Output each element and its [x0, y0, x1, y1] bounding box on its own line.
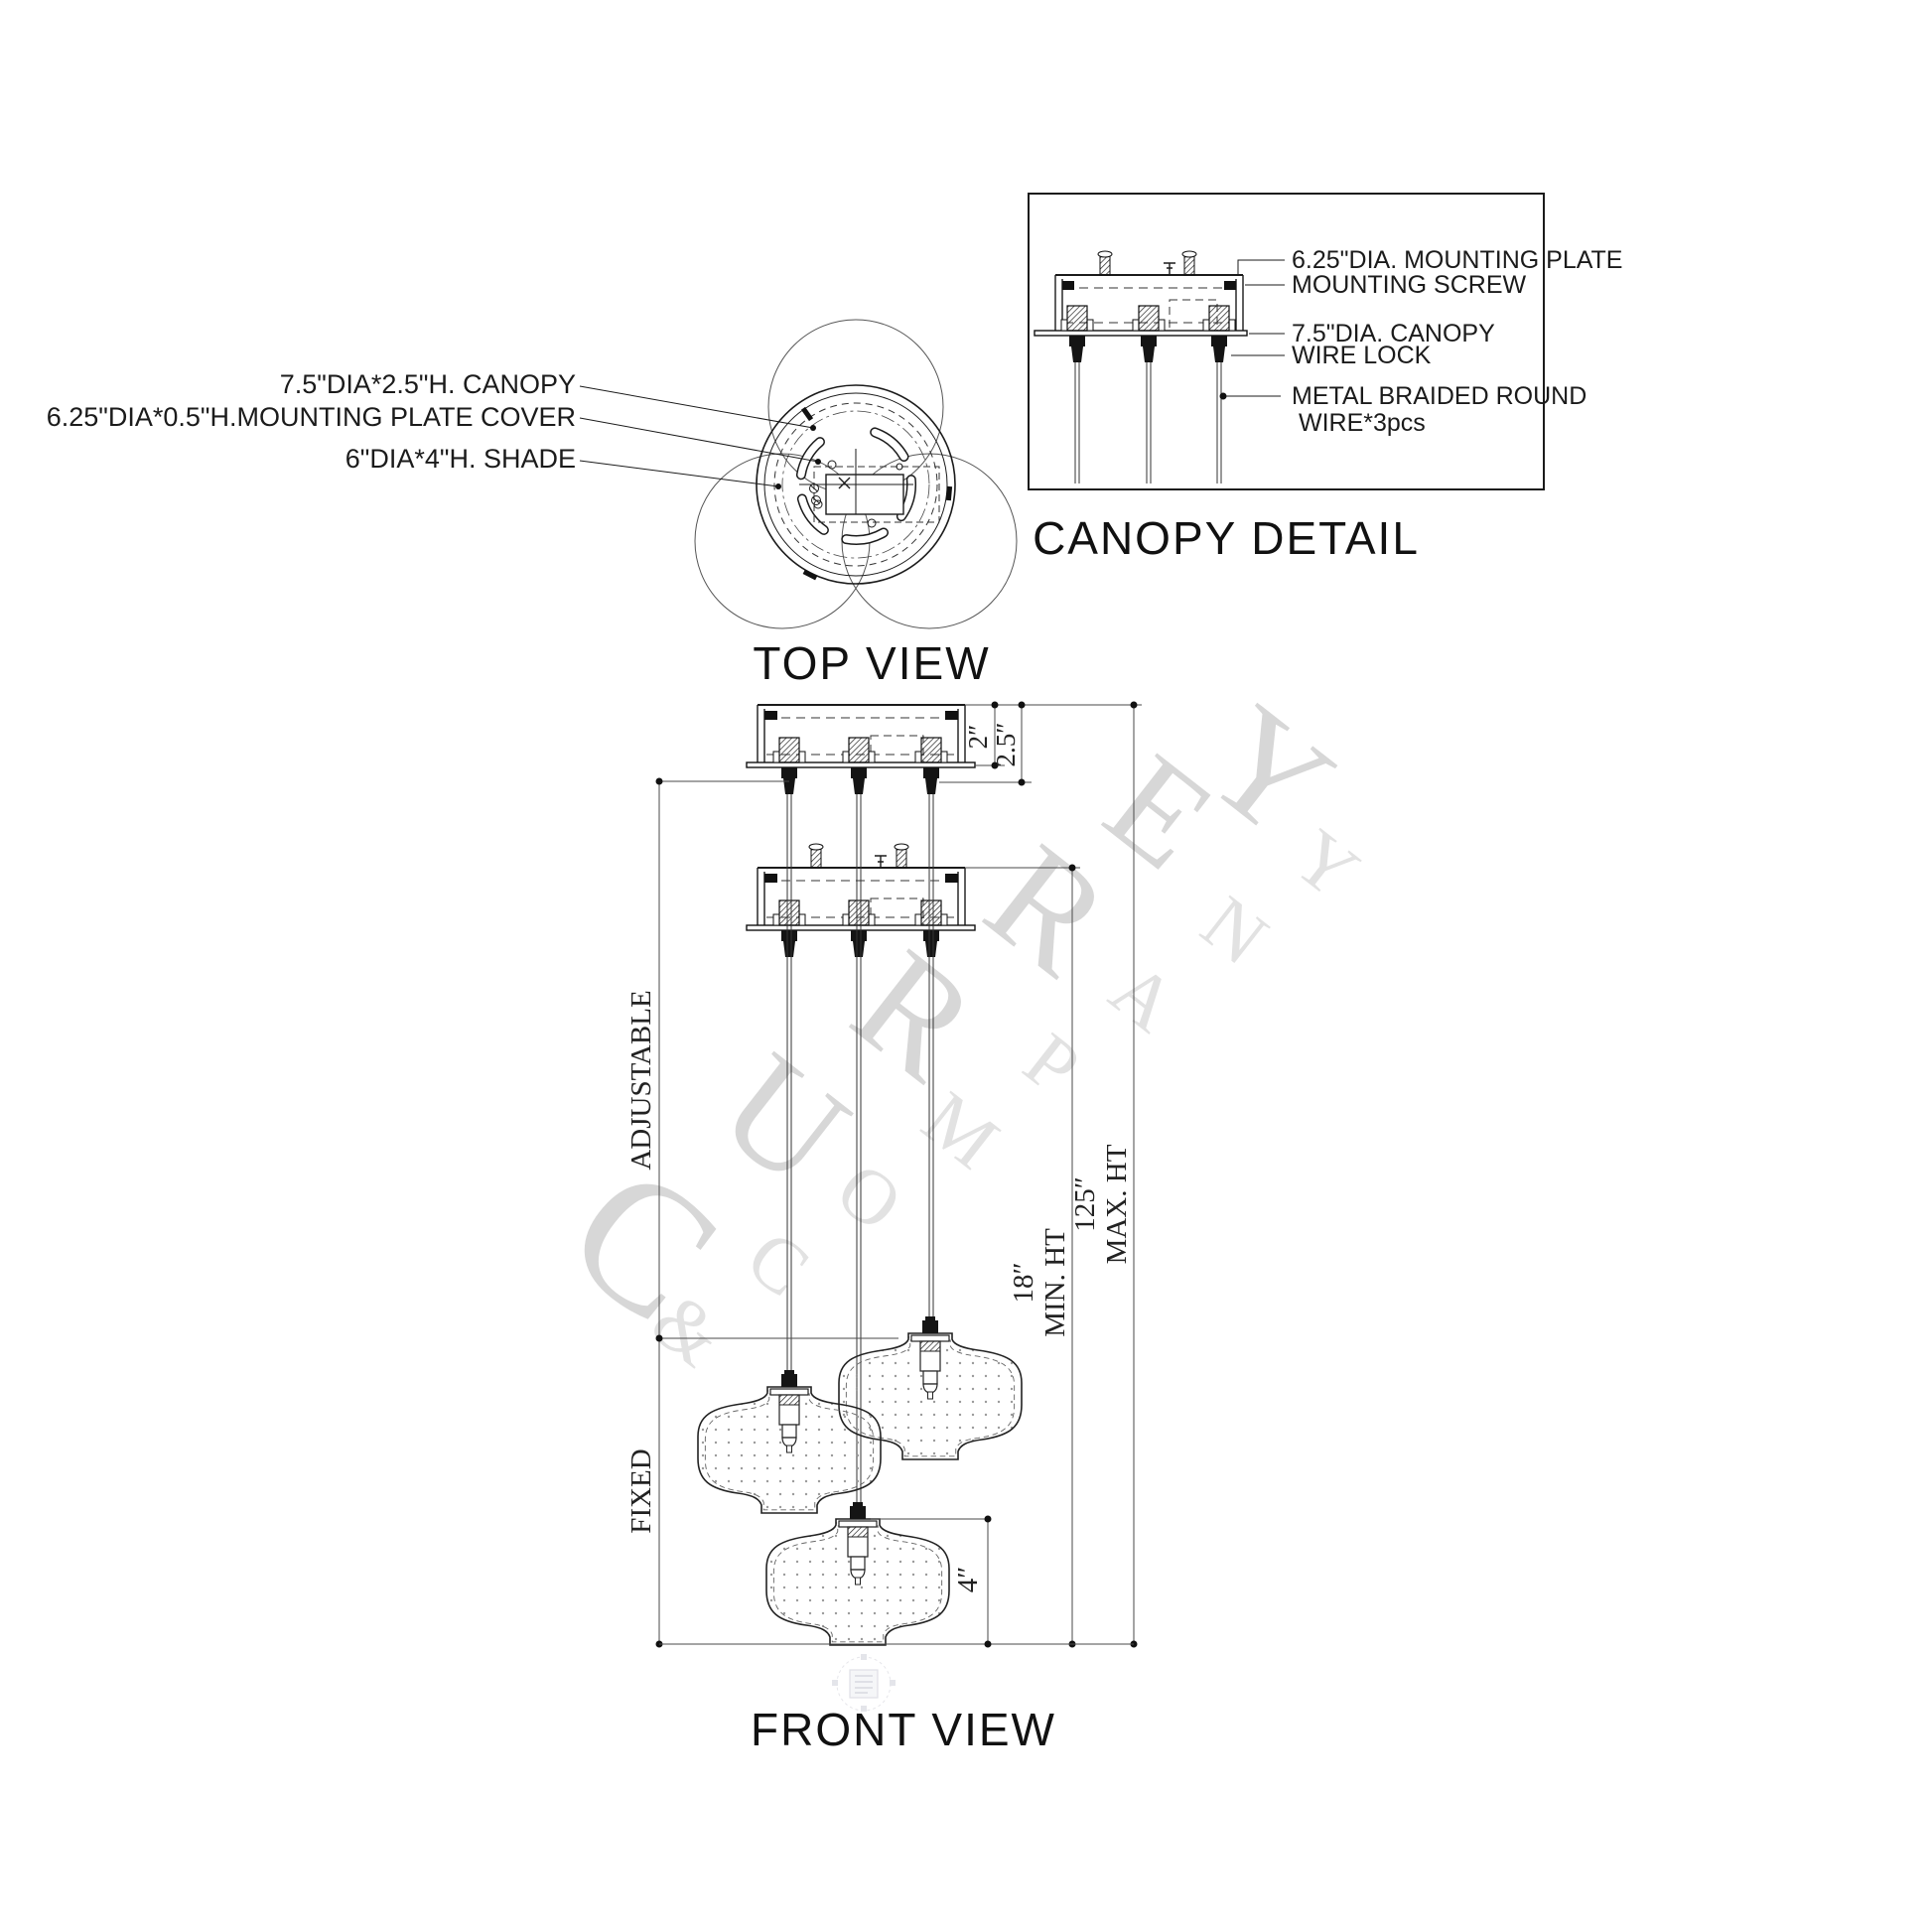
top-view-canopy-ring-centerline — [781, 410, 930, 559]
dim-canopy-inner: 2″ — [963, 725, 993, 750]
dim-min-value: 18″ — [1008, 1262, 1039, 1303]
dim-max-label: MAX. HT — [1101, 1144, 1133, 1264]
watermark-word-currey: C U R R E Y — [532, 674, 1362, 1361]
watermark-letter: A — [1095, 945, 1192, 1047]
top-view-canopy-ring-dashed — [773, 402, 938, 567]
dim-min-label: MIN. HT — [1039, 1228, 1071, 1337]
canopy-detail-drawing — [1034, 250, 1248, 483]
watermark-letter: C — [732, 1213, 826, 1313]
watermark-letter: N — [1186, 879, 1284, 981]
top-view-wire-lock-tick — [800, 406, 814, 422]
stamp — [832, 1654, 896, 1712]
watermark-letter: O — [821, 1145, 918, 1247]
top-view-canopy-ring — [756, 384, 956, 585]
dim-canopy-overall: 2.5″ — [991, 723, 1021, 767]
front-view: 2″ 2.5″ ADJUSTABLE FIXED 18″ MIN. HT 125… — [625, 701, 1142, 1755]
detail-label-canopy: 7.5"DIA. CANOPY — [1292, 320, 1495, 347]
dim-max-value: 125″ — [1069, 1176, 1101, 1232]
dim-adjustable: ADJUSTABLE — [625, 990, 657, 1170]
canopy-detail-border — [1028, 193, 1545, 490]
mounting-screw-glyph — [1181, 250, 1197, 276]
detail-label-mounting-plate: 6.25"DIA. MOUNTING PLATE — [1292, 246, 1622, 274]
mounting-screw-glyph — [808, 843, 824, 869]
top-view-label-canopy: 7.5"DIA*2.5"H. CANOPY — [280, 369, 576, 399]
front-view-lower-canopy — [746, 843, 976, 957]
watermark-letter: M — [907, 1074, 1015, 1184]
top-view-label-shade: 6"DIA*4"H. SHADE — [345, 444, 576, 474]
top-view: 7.5"DIA*2.5"H. CANOPY 6.25"DIA*0.5"H.MOU… — [47, 319, 1018, 689]
dim-fixed: FIXED — [625, 1449, 657, 1533]
detail-label-wire-lock: WIRE LOCK — [1292, 342, 1432, 369]
top-view-label-mounting-plate-cover: 6.25"DIA*0.5"H.MOUNTING PLATE COVER — [47, 402, 576, 432]
glass-shade — [766, 1502, 949, 1645]
canopy-detail-leaders — [1219, 259, 1285, 400]
canopy-detail: 6.25"DIA. MOUNTING PLATE MOUNTING SCREW … — [1028, 193, 1622, 564]
top-view-wire-lock-tick — [802, 569, 818, 581]
front-view-title: FRONT VIEW — [751, 1704, 1056, 1755]
detail-label-wire-line2: WIRE*3pcs — [1299, 409, 1426, 437]
front-view-dimensions — [655, 701, 1142, 1648]
canopy-detail-title: CANOPY DETAIL — [1033, 512, 1420, 564]
top-view-center-assembly — [799, 449, 940, 528]
mounting-screw-glyph — [894, 843, 909, 869]
mounting-screw-glyph — [1097, 250, 1113, 276]
top-view-title: TOP VIEW — [753, 637, 990, 689]
top-view-screw — [809, 483, 821, 505]
top-view-slots — [795, 427, 917, 545]
top-view-leaders — [579, 385, 821, 489]
detail-label-wire-line1: METAL BRAIDED ROUND — [1292, 382, 1587, 410]
watermark-letter: P — [1009, 1016, 1096, 1110]
dim-shade-height: 4″ — [952, 1567, 984, 1593]
detail-label-mounting-screw: MOUNTING SCREW — [1292, 271, 1527, 299]
